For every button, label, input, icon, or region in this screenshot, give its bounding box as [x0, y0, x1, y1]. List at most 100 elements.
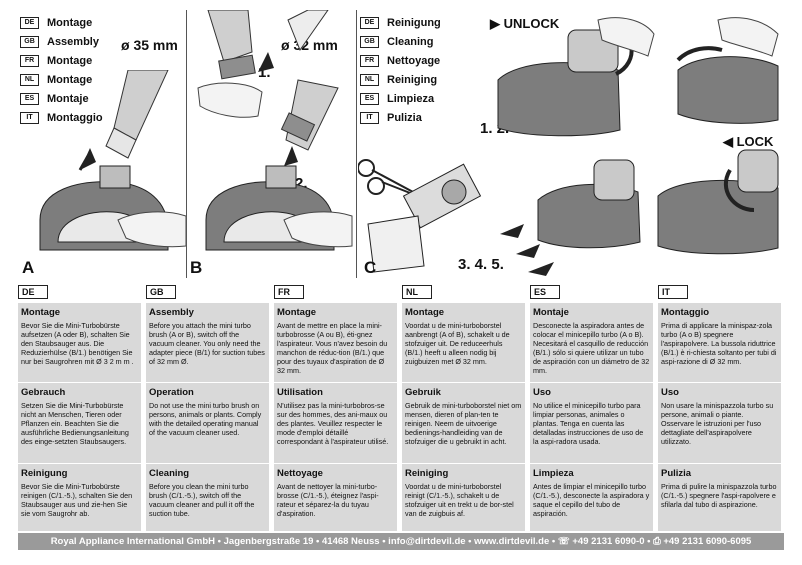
lang-row: FR Montage	[20, 51, 103, 70]
lang-label: Cleaning	[387, 35, 434, 48]
section-title: Uso	[661, 387, 679, 398]
section-title: Montaggio	[661, 307, 710, 318]
brush-roll-icon	[402, 163, 482, 229]
column-language-tag: ES	[530, 285, 560, 299]
turbo-brush-lock-icon	[657, 149, 779, 255]
section-body: Desconecte la aspiradora antes de coloca…	[533, 321, 650, 376]
section-title: Cleaning	[149, 468, 190, 479]
column-language-tag: DE	[18, 285, 48, 299]
section-body: Antes de limpiar el minicepillo turbo (C…	[533, 482, 650, 519]
panel-b-illustration	[197, 10, 353, 251]
tube-with-adapter-icon	[207, 10, 329, 80]
section-body: Bevor Sie die Mini-Turbobürste reinigen …	[21, 482, 133, 519]
section-title: Pulizia	[661, 468, 692, 479]
arrow-right-icon	[500, 224, 554, 276]
section-assembly: Montage Avant de mettre en place la mini…	[274, 303, 397, 382]
lang-code-box: NL	[20, 73, 39, 86]
section-title: Uso	[533, 387, 551, 398]
column-language-tag: NL	[402, 285, 432, 299]
section-body: Before you clean the mini turbo brush (C…	[149, 482, 255, 519]
section-body: Voordat u de mini-turboborstel reinigt (…	[405, 482, 514, 519]
lang-label: Montage	[47, 73, 93, 86]
section-title: Reinigung	[21, 468, 68, 479]
hand-icon	[283, 211, 353, 248]
section-operation: Uso Non usare la minispazzola turbo su p…	[658, 383, 781, 463]
section-cleaning: Nettoyage Avant de nettoyer la mini-turb…	[274, 464, 397, 531]
panel-letter-a: A	[22, 258, 35, 277]
lang-code-box: DE	[20, 16, 39, 29]
section-body: N'utilisez pas la mini-turbobros-se sur …	[277, 401, 389, 447]
language-column-it: IT Montaggio Prima di applicare la minis…	[658, 285, 781, 531]
lang-label: Montaje	[47, 92, 89, 105]
section-body: Prima di pulire la minispazzola turbo (C…	[661, 482, 777, 510]
section-body: Non usare la minispazzola turbo su perso…	[661, 401, 774, 447]
section-body: Avant de nettoyer la mini-turbo-brosse (…	[277, 482, 379, 519]
lang-label: Assembly	[47, 35, 99, 48]
panel-divider	[356, 10, 357, 278]
panel-letter-b: B	[190, 258, 203, 277]
language-column-es: ES Montaje Desconecte la aspiradora ante…	[530, 285, 653, 531]
section-title: Assembly	[149, 307, 194, 318]
panel-letter-c: C	[364, 258, 377, 277]
panel-c-illustration	[358, 17, 779, 276]
arrow-up-icon	[284, 146, 298, 166]
section-cleaning: Cleaning Before you clean the mini turbo…	[146, 464, 269, 531]
lang-label: Montage	[47, 54, 93, 67]
language-column-nl: NL Montage Voordat u de mini-turboborste…	[402, 285, 525, 531]
footer-contact-bar: Royal Appliance International GmbH • Jag…	[18, 533, 784, 550]
lang-row: GB Assembly	[20, 32, 103, 51]
column-language-tag: GB	[146, 285, 176, 299]
suction-tube-icon	[105, 70, 169, 159]
lang-row: NL Reiniging	[360, 70, 441, 89]
section-body: Before you attach the mini turbo brush (…	[149, 321, 265, 367]
section-body: Do not use the mini turbo brush on perso…	[149, 401, 262, 438]
hand-icon	[197, 82, 263, 118]
adapter-tube-icon	[280, 79, 339, 151]
section-assembly: Montaje Desconecte la aspiradora antes d…	[530, 303, 653, 382]
section-cleaning: Limpieza Antes de limpiar el minicepillo…	[530, 464, 653, 531]
lang-label: Reiniging	[387, 73, 438, 86]
arrow-up-icon	[78, 148, 96, 171]
section-title: Montaje	[533, 307, 569, 318]
section-body: Voordat u de mini-turboborstel aanbrengt…	[405, 321, 510, 367]
language-column-gb: GB Assembly Before you attach the mini t…	[146, 285, 269, 531]
lang-code-box: DE	[360, 16, 379, 29]
lang-code-box: FR	[360, 54, 379, 67]
lang-label: Limpieza	[387, 92, 435, 105]
section-body: Avant de mettre en place la mini-turbobr…	[277, 321, 388, 376]
lang-code-box: FR	[20, 54, 39, 67]
section-title: Montage	[277, 307, 317, 318]
section-body: Gebruik de mini-turboborstel niet om men…	[405, 401, 522, 447]
section-cleaning: Reiniging Voordat u de mini-turboborstel…	[402, 464, 525, 531]
language-column-de: DE Montage Bevor Sie die Mini-Turbobürst…	[18, 285, 141, 531]
diameter-32-label: ø 32 mm	[281, 37, 338, 53]
section-title: Limpieza	[533, 468, 574, 479]
lang-label: Montaggio	[47, 111, 103, 124]
lang-row: GB Cleaning	[360, 32, 441, 51]
section-title: Operation	[149, 387, 194, 398]
section-operation: Operation Do not use the mini turbo brus…	[146, 383, 269, 463]
section-assembly: Montage Voordat u de mini-turboborstel a…	[402, 303, 525, 382]
lang-code-box: GB	[360, 35, 379, 48]
column-language-tag: IT	[658, 285, 688, 299]
section-operation: Uso No utilice el minicepillo turbo para…	[530, 383, 653, 463]
section-title: Gebruik	[405, 387, 441, 398]
section-body: Prima di applicare la minispaz-zola turb…	[661, 321, 777, 367]
turbo-brush-cleaning-icon	[537, 159, 641, 249]
hand-icon	[597, 17, 655, 57]
section-operation: Gebrauch Setzen Sie die Mini-Turbobürste…	[18, 383, 141, 463]
section-title: Montage	[21, 307, 61, 318]
section-cleaning: Pulizia Prima di pulire la minispazzola …	[658, 464, 781, 531]
panel-a-illustration	[39, 70, 186, 251]
section-body: Bevor Sie die Mini-Turbobürste aufsetzen…	[21, 321, 134, 367]
lang-code-box: GB	[20, 35, 39, 48]
lang-code-box: ES	[20, 92, 39, 105]
turbo-brush-open-icon	[676, 46, 779, 124]
lang-code-box: NL	[360, 73, 379, 86]
